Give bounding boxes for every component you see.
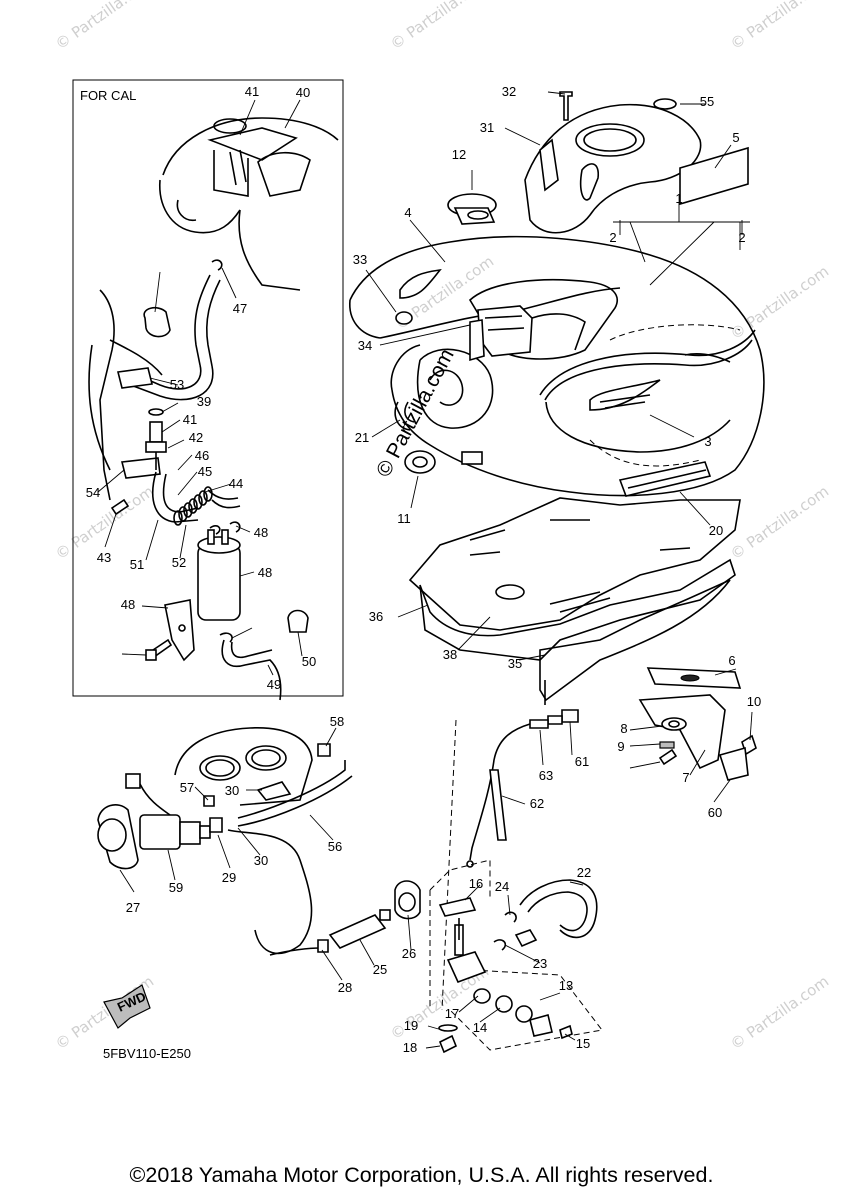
callout-38: 38 <box>443 647 457 662</box>
callout-13: 13 <box>559 978 573 993</box>
callout-30: 30 <box>254 853 268 868</box>
callout-2: 2 <box>609 230 616 245</box>
fuel-pump-assembly <box>97 727 421 956</box>
spring-coil <box>183 502 193 518</box>
spring-coil <box>173 510 183 526</box>
callout-31: 31 <box>480 120 494 135</box>
callout-36: 36 <box>369 609 383 624</box>
fwd-arrow: FWD <box>103 984 151 1029</box>
callout-49: 49 <box>267 677 281 692</box>
callout-39: 39 <box>197 394 211 409</box>
callout-2: 2 <box>738 230 745 245</box>
watermark-tile: © Partzilla.com <box>727 0 832 53</box>
callout-7: 7 <box>682 770 689 785</box>
fuel-cock-assembly <box>429 709 603 1054</box>
callout-43: 43 <box>97 550 111 565</box>
callout-55: 55 <box>700 94 714 109</box>
callout-16: 16 <box>469 876 483 891</box>
callout-26: 26 <box>402 946 416 961</box>
spring-coil <box>203 486 213 502</box>
callout-48: 48 <box>258 565 272 580</box>
cal-inset-parts <box>88 117 339 701</box>
spring-coil <box>178 506 188 522</box>
cal-inset-frame <box>72 79 344 697</box>
heat-shields <box>408 497 741 705</box>
callout-15: 15 <box>576 1036 590 1051</box>
callout-53: 53 <box>170 377 184 392</box>
callout-62: 62 <box>530 796 544 811</box>
watermark-tile: © Partzilla.com <box>727 262 832 343</box>
callout-1: 1 <box>675 191 682 206</box>
spring-coil <box>198 490 208 506</box>
callout-57: 57 <box>180 780 194 795</box>
callout-4: 4 <box>404 205 411 220</box>
copyright-notice: ©2018 Yamaha Motor Corporation, U.S.A. A… <box>129 1163 714 1187</box>
callout-40: 40 <box>296 85 310 100</box>
callout-21: 21 <box>355 430 369 445</box>
callout-48: 48 <box>121 597 135 612</box>
leader-lines <box>97 91 753 1049</box>
callout-6: 6 <box>728 653 735 668</box>
callout-52: 52 <box>172 555 186 570</box>
watermark-tile: © Partzilla.com <box>727 972 832 1053</box>
callout-18: 18 <box>403 1040 417 1055</box>
callout-32: 32 <box>502 84 516 99</box>
callout-24: 24 <box>495 879 509 894</box>
callout-19: 19 <box>404 1018 418 1033</box>
callout-17: 17 <box>445 1006 459 1021</box>
callout-11: 11 <box>397 511 411 526</box>
fuel-tank-main <box>349 235 765 497</box>
callout-34: 34 <box>358 338 372 353</box>
callout-51: 51 <box>130 557 144 572</box>
callout-27: 27 <box>126 900 140 915</box>
callout-30: 30 <box>225 783 239 798</box>
callout-41: 41 <box>245 84 259 99</box>
tank-cover <box>447 91 749 234</box>
watermark-tile: © Partzilla.com <box>727 482 832 563</box>
callout-12: 12 <box>452 147 466 162</box>
callout-10: 10 <box>747 694 761 709</box>
callout-45: 45 <box>198 464 212 479</box>
callout-59: 59 <box>169 880 183 895</box>
callout-46: 46 <box>195 448 209 463</box>
callout-25: 25 <box>373 962 387 977</box>
callout-5: 5 <box>732 130 739 145</box>
diagram-code: 5FBV110-E250 <box>103 1046 191 1061</box>
callout-47: 47 <box>233 301 247 316</box>
watermark-tile: © Partzilla.com <box>387 0 492 53</box>
callout-22: 22 <box>577 865 591 880</box>
callout-20: 20 <box>709 523 723 538</box>
callout-33: 33 <box>353 252 367 267</box>
callout-54: 54 <box>86 485 100 500</box>
tank-bracket <box>638 667 757 781</box>
callout-41: 41 <box>183 412 197 427</box>
callout-50: 50 <box>302 654 316 669</box>
callout-60: 60 <box>708 805 722 820</box>
callout-58: 58 <box>330 714 344 729</box>
callout-48: 48 <box>254 525 268 540</box>
callout-3: 3 <box>704 434 711 449</box>
inset-label: FOR CAL <box>80 88 137 103</box>
callout-9: 9 <box>617 739 624 754</box>
callout-44: 44 <box>229 476 243 491</box>
callout-63: 63 <box>539 768 553 783</box>
callout-61: 61 <box>575 754 589 769</box>
callout-14: 14 <box>473 1020 487 1035</box>
callout-8: 8 <box>620 721 627 736</box>
callout-29: 29 <box>222 870 236 885</box>
callout-56: 56 <box>328 839 342 854</box>
callout-28: 28 <box>338 980 352 995</box>
callout-42: 42 <box>189 430 203 445</box>
callout-35: 35 <box>508 656 522 671</box>
watermark-tile: © Partzilla.com <box>52 0 157 53</box>
callout-23: 23 <box>533 956 547 971</box>
spring-coil <box>193 494 203 510</box>
spring-coil <box>188 498 198 514</box>
